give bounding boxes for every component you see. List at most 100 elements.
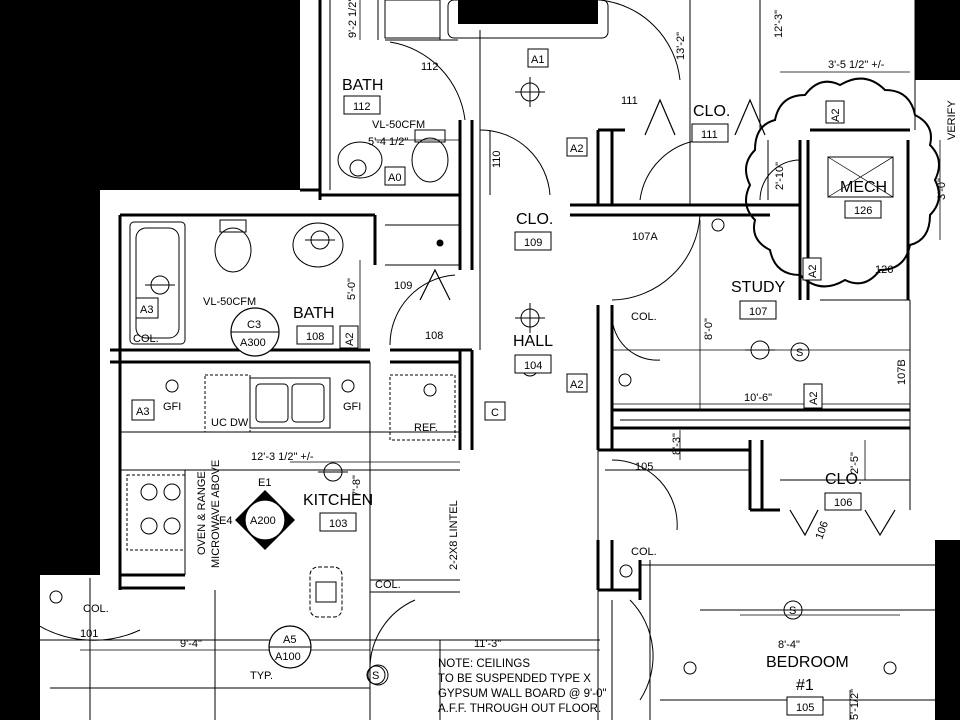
door-number: 126 bbox=[875, 264, 893, 276]
dimension: 8'-4" bbox=[778, 639, 800, 651]
thin-lines bbox=[40, 0, 935, 720]
room-labels: BATH CLO. CLO. MECH STUDY BATH HALL KITC… bbox=[293, 77, 887, 694]
room-number: 103 bbox=[329, 518, 347, 530]
dimension: 8'-3" bbox=[671, 433, 683, 455]
tag-boxes bbox=[131, 48, 845, 421]
col-label: COL. bbox=[133, 333, 159, 345]
elevation-marker-a200: E1 E4 A200 bbox=[219, 477, 295, 550]
tag: A2 bbox=[570, 379, 583, 391]
typ-label: TYP. bbox=[250, 670, 273, 682]
tag: A5 bbox=[283, 634, 296, 646]
tag: A200 bbox=[250, 515, 276, 527]
room-name: CLO. bbox=[825, 471, 862, 488]
tag: E4 bbox=[219, 515, 232, 527]
oven-label: OVEN & RANGE bbox=[196, 471, 208, 555]
door-number: 107A bbox=[632, 231, 658, 243]
room-number: 105 bbox=[796, 702, 814, 714]
section-marker-a5: A5 A100 bbox=[268, 625, 312, 669]
room-number: 104 bbox=[524, 360, 542, 372]
section-marker-c3: C3 A300 bbox=[230, 307, 280, 357]
dimension-text: 9'-2 1/2" 13'-2" 12'-3" 3'-5 1/2" +/- 5'… bbox=[180, 0, 948, 720]
col-label: COL. bbox=[83, 603, 109, 615]
room-number-boxes bbox=[296, 95, 882, 716]
tag: A2 bbox=[344, 333, 356, 346]
dimension: 13'-2" bbox=[675, 32, 687, 60]
dimension: 8'-0" bbox=[703, 318, 715, 340]
tag: A300 bbox=[240, 337, 266, 349]
fixtures bbox=[126, 0, 609, 618]
tag: A100 bbox=[275, 651, 301, 663]
refrigerator-label: REF. bbox=[414, 422, 438, 434]
door-number: 108 bbox=[425, 330, 443, 342]
room-name: KITCHEN bbox=[303, 492, 373, 509]
door-number: 105 bbox=[635, 461, 653, 473]
dimension: 3'-5 1/2" +/- bbox=[828, 59, 885, 71]
note-line: GYPSUM WALL BOARD @ 9'-0" bbox=[438, 688, 607, 700]
dishwasher-label: UC DW bbox=[211, 417, 249, 429]
dimension: 3'-0" bbox=[936, 178, 948, 200]
col-label: COL. bbox=[375, 579, 401, 591]
dimension: 5'-1/2" bbox=[849, 689, 861, 720]
tag: E1 bbox=[258, 477, 271, 489]
door-swings bbox=[29, 0, 801, 701]
note-line: A.F.F. THROUGH OUT FLOOR. bbox=[438, 703, 601, 715]
room-number: 108 bbox=[306, 331, 324, 343]
switch-label: S bbox=[796, 347, 803, 359]
door-number: 107B bbox=[896, 359, 908, 385]
oven-label: MICROWAVE ABOVE bbox=[210, 460, 222, 568]
verify-label: VERIFY bbox=[946, 100, 958, 140]
door-number: 112 bbox=[421, 61, 439, 73]
room-name: BEDROOM bbox=[766, 654, 849, 671]
room-name: HALL bbox=[513, 333, 553, 350]
dimension: 10'-6" bbox=[744, 392, 772, 404]
dimension: 12'-3 1/2" +/- bbox=[251, 451, 314, 463]
gfi-label: GFI bbox=[343, 401, 361, 413]
room-name: BATH bbox=[342, 77, 383, 94]
dimension: 12'-3" bbox=[773, 10, 785, 38]
room-number: 109 bbox=[524, 237, 542, 249]
door-number: 111 bbox=[621, 95, 638, 107]
switch-symbols: S S S bbox=[366, 342, 810, 685]
room-number: 107 bbox=[749, 306, 767, 318]
dimension: 2'-10" bbox=[774, 162, 786, 190]
tag: A0 bbox=[388, 172, 401, 184]
room-number: 126 bbox=[854, 205, 872, 217]
gfi-label: GFI bbox=[163, 401, 181, 413]
door-numbers: 112 111 110 109 108 107A 126 105 106 101… bbox=[80, 61, 908, 640]
note-line: TO BE SUSPENDED TYPE X bbox=[438, 673, 591, 685]
dimension: 2'-5" bbox=[849, 452, 861, 474]
room-name: CLO. bbox=[693, 103, 730, 120]
note-line: NOTE: CEILINGS bbox=[438, 658, 530, 670]
dimension: 7'-8" bbox=[351, 475, 363, 497]
revision-cloud bbox=[745, 77, 940, 288]
fan-label: VL-50CFM bbox=[203, 296, 256, 308]
door-number: 101 bbox=[80, 628, 98, 640]
ceiling-note: NOTE: CEILINGS TO BE SUSPENDED TYPE X GY… bbox=[438, 658, 607, 715]
dimension: 9'-4" bbox=[180, 638, 202, 650]
tag: A2 bbox=[830, 109, 842, 122]
room-name: STUDY bbox=[731, 279, 786, 296]
lintel-label: 2-2X8 LINTEL bbox=[448, 500, 460, 570]
col-label: COL. bbox=[631, 311, 657, 323]
room-number: 111 bbox=[701, 129, 718, 141]
dimension: 9'-2 1/2" bbox=[347, 0, 359, 38]
room-name: MECH bbox=[840, 179, 887, 196]
misc-labels: VL-50CFM VL-50CFM COL. COL. COL. COL. CO… bbox=[83, 100, 958, 682]
tag-labels: A1 A2 A2 A0 A3 A2 A2 A2 A2 A3 C bbox=[136, 54, 842, 419]
dimension: 11'-3" bbox=[474, 638, 501, 650]
tag: C bbox=[491, 407, 499, 419]
tag: A2 bbox=[808, 392, 820, 405]
tag: A2 bbox=[570, 143, 583, 155]
door-number: 109 bbox=[394, 280, 412, 292]
tag: A2 bbox=[807, 265, 819, 278]
mech-unit bbox=[827, 156, 894, 198]
room-numbers: 112 109 111 126 107 108 104 103 106 105 bbox=[306, 101, 872, 714]
dimension: 5'-4 1/2" bbox=[368, 136, 408, 148]
room-name: #1 bbox=[796, 677, 814, 694]
tag: A3 bbox=[140, 304, 153, 316]
room-number: 106 bbox=[834, 497, 852, 509]
door-number: 110 bbox=[491, 150, 503, 168]
